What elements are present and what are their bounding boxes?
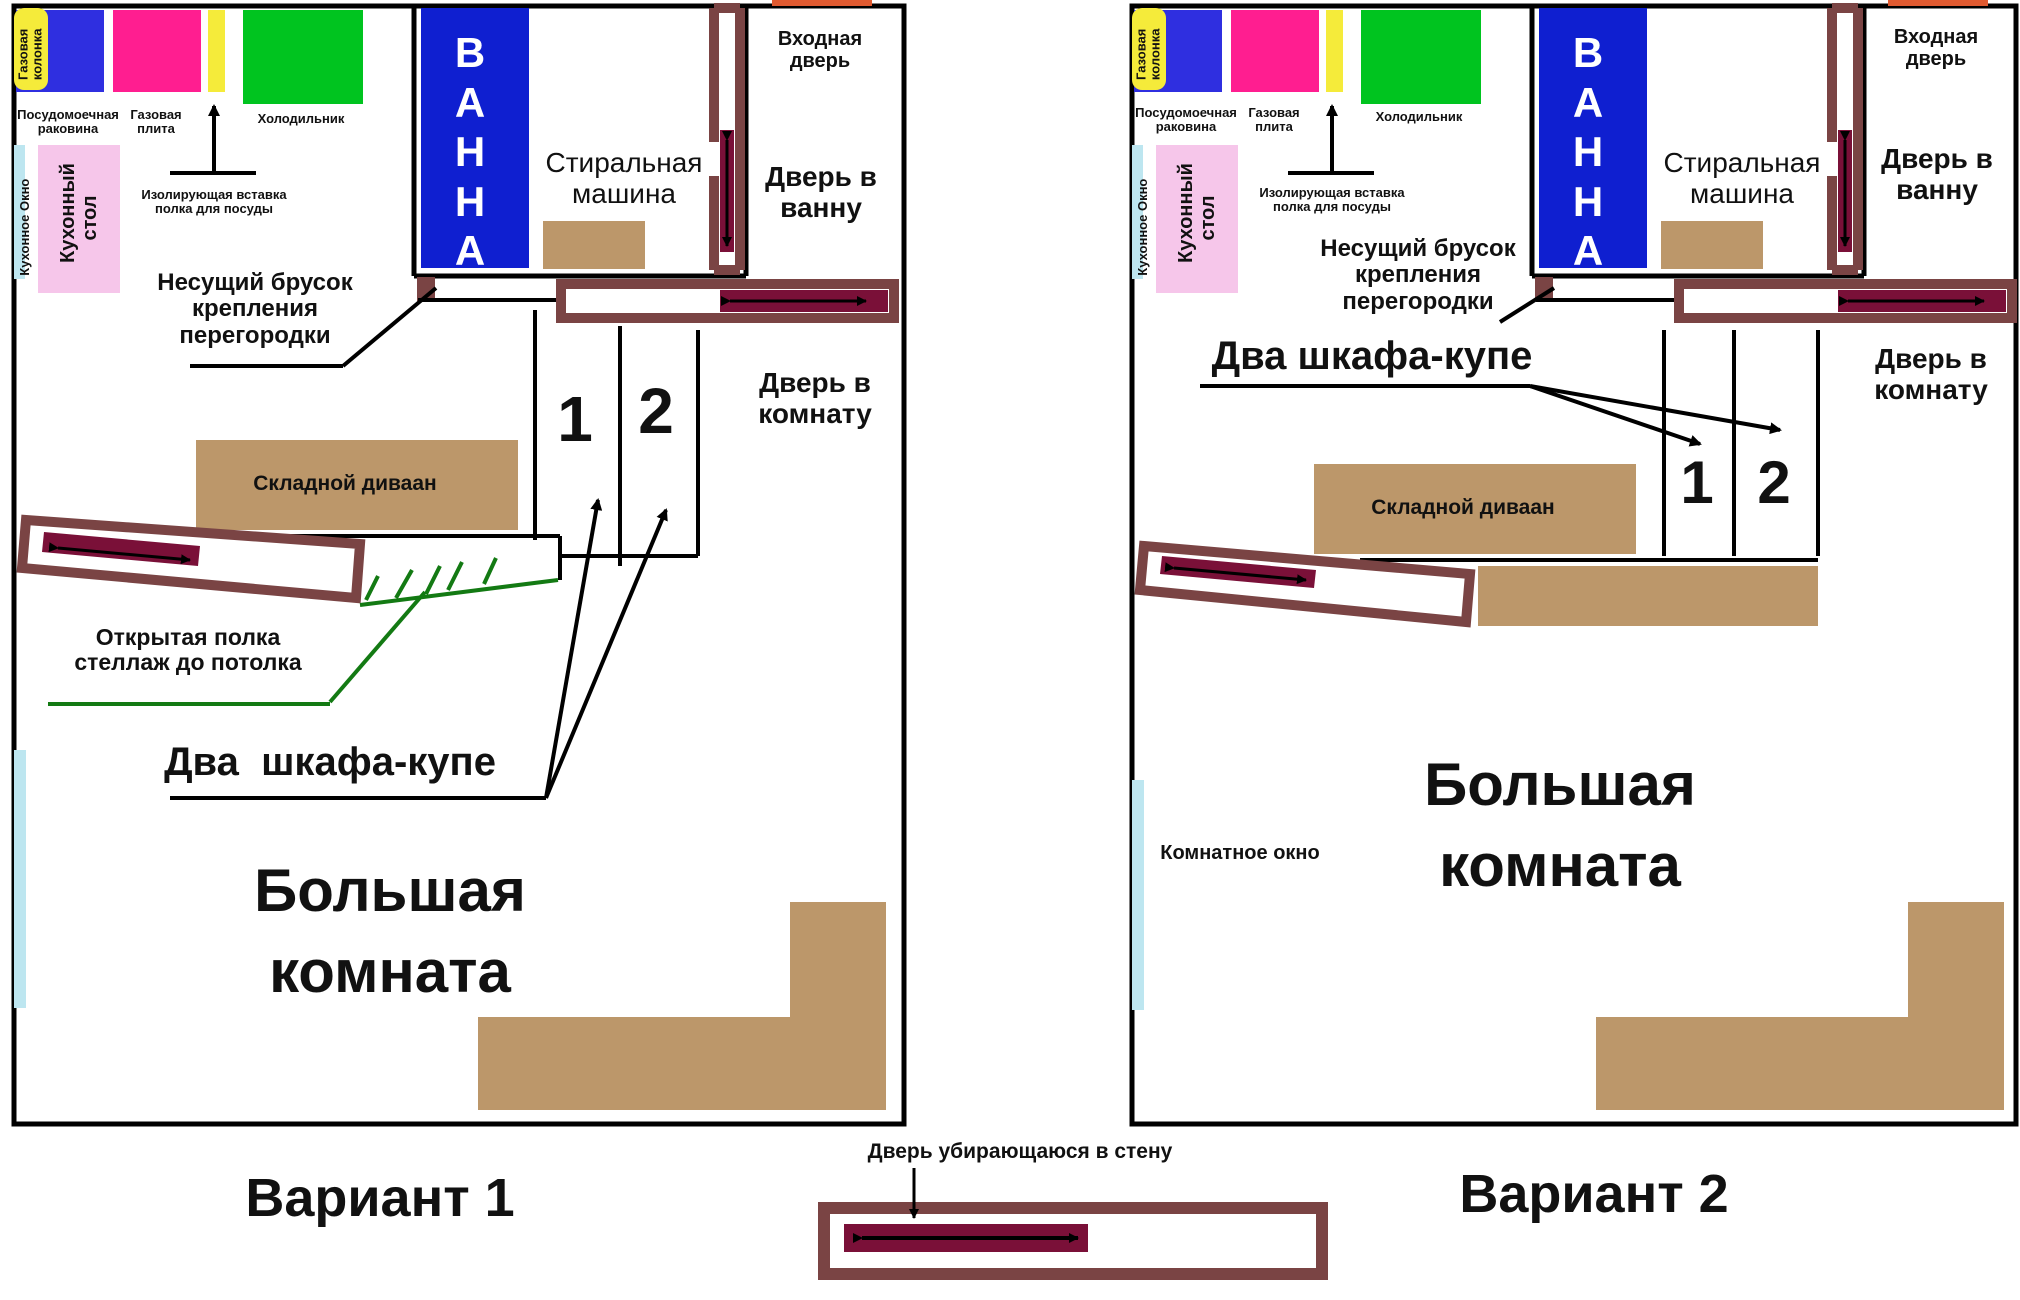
fridge-label: Холодильник: [257, 111, 345, 126]
plan2-left-door-arrow: [1164, 562, 1307, 585]
entrance-door-label: Входная дверь: [1893, 26, 1979, 70]
plan1-shelf-hatch: [48, 557, 559, 706]
kitchen-window-label: Кухонное Окно: [1134, 178, 1150, 276]
plan1-wardrobes-pointer-2: [544, 508, 668, 799]
plan2-kitchen-window: [1132, 145, 1143, 279]
beam-label: Несущий брусок крепления перегородки: [157, 269, 353, 349]
variant-2-title: Вариант 2: [1459, 1164, 1729, 1224]
plan2-bath: [1539, 8, 1647, 268]
dishwasher-label: Посудомоечная раковина: [17, 107, 119, 137]
sofa-label: Складной диваан: [253, 472, 437, 495]
wardrobes-label: Два шкафа-купе: [164, 740, 496, 784]
wardrobe-1-number: 1: [1680, 449, 1714, 516]
plan1-room-door-frame: [556, 279, 899, 323]
plan2-insulating-insert: [1326, 10, 1343, 92]
plan-variant-1: [11, 0, 907, 1127]
plan1-insulating-insert: [208, 10, 225, 92]
plan1-fridge: [243, 10, 363, 104]
plan1-beam-pointer: [341, 286, 438, 368]
washing-machine-label: Стиральная машина: [1663, 147, 1821, 209]
plan-variant-2: [1129, 0, 2019, 1127]
variant-1-title: Вариант 1: [245, 1168, 515, 1228]
legend-label: Дверь убирающаюся в стену: [867, 1140, 1173, 1163]
plan1-kitchen-table: [38, 145, 120, 293]
plan2-corner-furniture: [1596, 902, 2004, 1110]
plan1-entrance-accent: [772, 0, 872, 6]
plan1-left-door-arrow: [48, 542, 191, 565]
plan1-corner-furniture: [478, 902, 886, 1110]
kitchen-table-label: Кухонный стол: [1175, 163, 1219, 263]
beam-label: Несущий брусок крепления перегородки: [1320, 235, 1516, 315]
plan1-room-window: [14, 750, 26, 1008]
plan1-wardrobes-pointer-1: [544, 498, 603, 799]
plan2-wardrobes-pointer-2: [1529, 384, 1782, 435]
plan2-room-door-frame: [1674, 279, 2017, 323]
plan2-room-window: [1132, 780, 1144, 1010]
legend-sliding-door: [818, 1168, 1328, 1280]
plan1-washing-machine: [543, 221, 645, 269]
plan2-outer-wall: [1129, 3, 2019, 1127]
plan2-beam-pointer: [1498, 286, 1556, 324]
plan1-kitchen-window: [14, 145, 25, 279]
bath-door-label: Дверь в ванну: [765, 161, 877, 223]
plan1-left-door-frame: [16, 514, 366, 604]
big-room-label: Большая комната: [1424, 751, 1696, 899]
plan2-gas-heater: [1132, 8, 1166, 90]
plan2-wardrobes-pointer-1: [1529, 384, 1702, 447]
plan2-folded-bed: [1478, 566, 1818, 626]
gas-heater-label: Газовая колонка: [1133, 28, 1163, 81]
bath-door-label: Дверь в ванну: [1881, 143, 1993, 205]
shelf-label: Открытая полка стеллаж до потолка: [74, 624, 302, 676]
legend-door-frame: [818, 1202, 1328, 1280]
plan2-left-door-frame: [1134, 540, 1476, 628]
plan1-bath-door-frame: [709, 3, 745, 275]
entrance-door-label: Входная дверь: [777, 28, 863, 72]
sofa-label: Складной диваан: [1371, 496, 1555, 519]
bath-label: ВАННА: [454, 29, 486, 275]
plan1-gas-heater: [14, 8, 48, 90]
bath-label: ВАННА: [1572, 29, 1604, 275]
plan2-entrance-accent: [1888, 0, 1988, 6]
plan2-kitchen-table: [1156, 145, 1238, 293]
stove-label: Газовая плита: [1248, 105, 1300, 135]
insulating-insert-label: Изолирующая вставка полка для посуды: [141, 187, 287, 217]
plan1-stove: [113, 10, 201, 92]
wardrobe-1-number: 1: [557, 383, 593, 455]
plan1-bath: [421, 8, 529, 268]
room-door-label: Дверь в комнату: [758, 367, 872, 429]
insulating-insert-label: Изолирующая вставка полка для посуды: [1259, 185, 1405, 215]
plan1-sofa: [196, 440, 518, 530]
plan2-fridge: [1361, 10, 1481, 104]
wardrobe-2-number: 2: [638, 375, 674, 447]
plan2-stove: [1231, 10, 1319, 92]
wardrobes-label: Два шкафа-купе: [1211, 334, 1533, 378]
plan2-sofa: [1314, 464, 1636, 554]
washing-machine-label: Стиральная машина: [545, 147, 703, 209]
plan1-outer-wall: [11, 3, 907, 1127]
fridge-label: Холодильник: [1375, 109, 1463, 124]
stove-label: Газовая плита: [130, 107, 182, 137]
big-room-label: Большая комната: [254, 857, 526, 1005]
dishwasher-label: Посудомоечная раковина: [1135, 105, 1237, 135]
plan2-washing-machine: [1661, 221, 1763, 269]
room-door-label: Дверь в комнату: [1874, 343, 1988, 405]
plan2-bath-door-frame: [1827, 3, 1863, 275]
wardrobe-2-number: 2: [1757, 449, 1791, 516]
room-window-label: Комнатное окно: [1160, 842, 1320, 864]
